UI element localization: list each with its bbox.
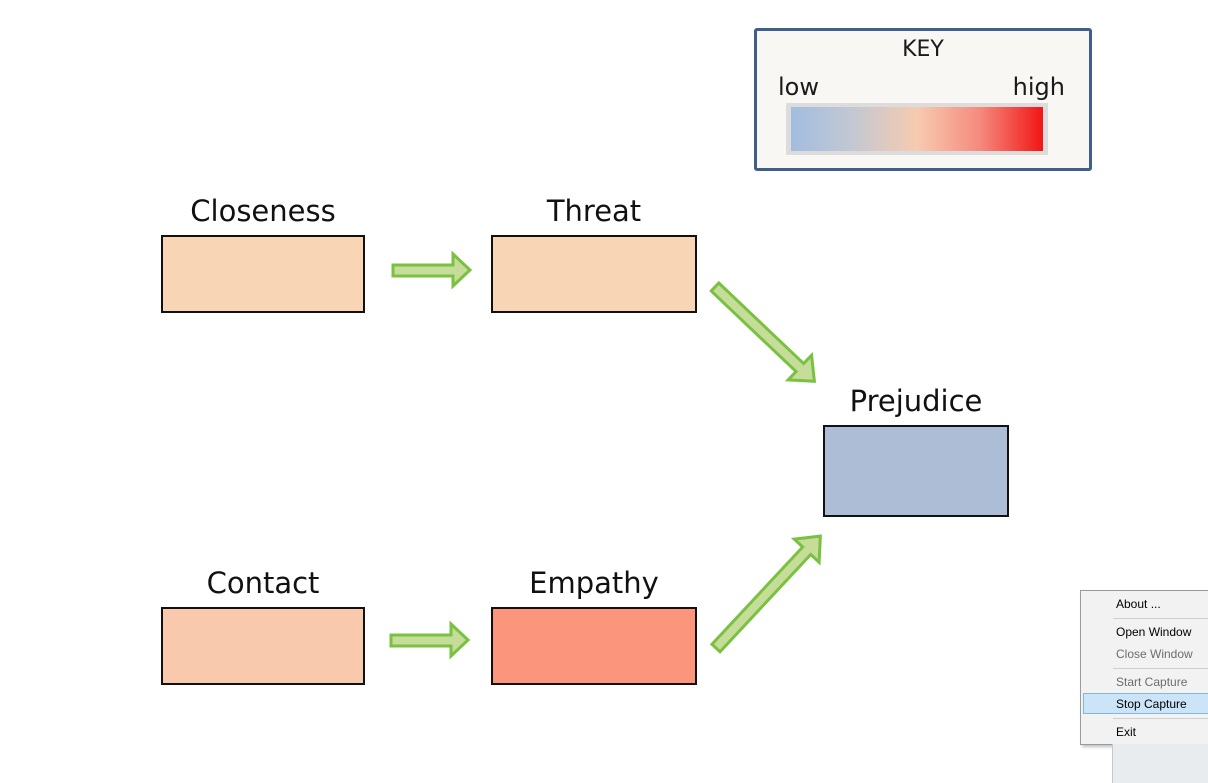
taskbar-fragment — [1112, 744, 1208, 783]
arrow-empathy-to-prejudice — [709, 534, 822, 654]
contact-box — [161, 607, 365, 685]
empathy-label: Empathy — [529, 566, 659, 600]
menu-item-exit[interactable]: Exit — [1116, 725, 1137, 739]
closeness-label: Closeness — [190, 194, 336, 228]
arrow-threat-to-prejudice — [709, 280, 817, 383]
prejudice-box — [823, 425, 1009, 517]
key-low-label: low — [778, 73, 819, 101]
closeness-box — [161, 235, 365, 313]
menu-separator — [1113, 618, 1208, 619]
threat-box — [491, 235, 697, 313]
menu-separator — [1113, 668, 1208, 669]
menu-item-about[interactable]: About ... — [1116, 597, 1161, 611]
contact-label: Contact — [206, 566, 320, 600]
prejudice-label: Prejudice — [849, 384, 983, 418]
menu-item-stop-capture[interactable]: Stop Capture — [1116, 697, 1187, 711]
menu-item-close-window[interactable]: Close Window — [1116, 647, 1193, 661]
empathy-box — [491, 607, 697, 685]
key-high-label: high — [1012, 73, 1065, 101]
color-key: KEY low high — [754, 28, 1092, 171]
arrow-contact-to-empathy — [389, 620, 471, 660]
menu-separator — [1113, 718, 1208, 719]
threat-label: Threat — [546, 194, 642, 228]
tray-context-menu: About ... Open Window Close Window Start… — [1080, 590, 1208, 745]
key-gradient-frame — [786, 103, 1048, 155]
menu-highlight — [1083, 693, 1208, 714]
menu-item-start-capture[interactable]: Start Capture — [1116, 675, 1188, 689]
key-title: KEY — [902, 37, 944, 62]
key-gradient-bar — [791, 107, 1043, 151]
menu-item-open-window[interactable]: Open Window — [1116, 625, 1192, 639]
arrow-closeness-to-threat — [391, 250, 473, 290]
